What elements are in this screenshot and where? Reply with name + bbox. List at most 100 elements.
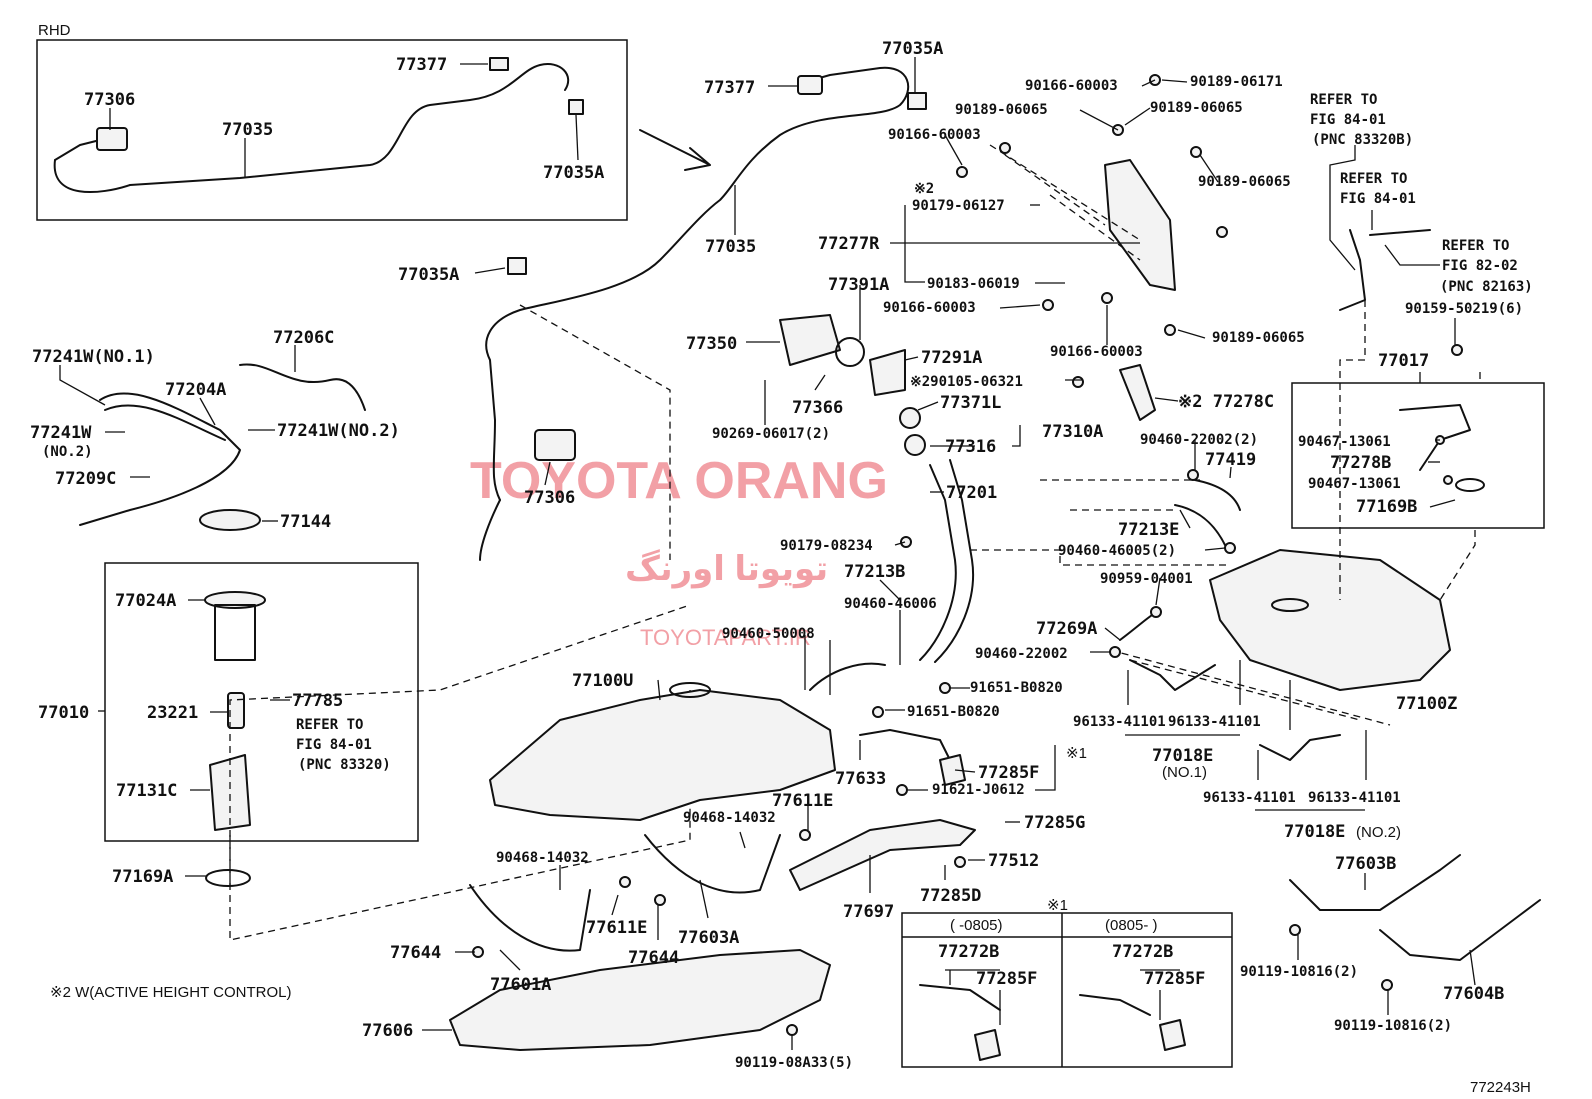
part-label: (NO.2)	[42, 444, 93, 460]
filler-protector-icon	[1104, 159, 1176, 291]
breather-hose-77419	[1194, 479, 1241, 511]
bracket-right-version-icon	[1079, 994, 1151, 1016]
retainer-ring-icon	[199, 509, 261, 531]
part-label: 90183-06019	[927, 276, 1020, 292]
part-label: 77169A	[112, 867, 173, 887]
part-label: 77633	[835, 769, 886, 789]
part-label: 77310A	[1042, 422, 1103, 442]
bolt-icon	[619, 876, 631, 888]
part-label: FIG 84-01	[1340, 191, 1416, 207]
part-label: 77391A	[828, 275, 889, 295]
gauge-sender-icon	[1399, 404, 1471, 471]
version-marker: ※1	[1047, 897, 1068, 914]
bolt-icon	[1072, 376, 1084, 388]
part-label: 90959-04001	[1100, 571, 1193, 587]
watermark-persian: تویوتا اورنگ	[625, 549, 828, 589]
part-label: 90166-60003	[883, 300, 976, 316]
bolt-markers	[472, 74, 1463, 1036]
leader-hoses	[970, 479, 1230, 566]
part-label: 77024A	[115, 591, 176, 611]
part-label: 77272B	[1112, 942, 1173, 962]
part-label: 77611E	[586, 918, 647, 938]
strap-77604B-icon	[1379, 899, 1541, 961]
sender-wire	[1369, 229, 1431, 236]
clamp-right-version-icon	[1159, 1019, 1186, 1051]
part-label: 77285F	[976, 969, 1037, 989]
gauge-gasket-icon	[1455, 478, 1485, 492]
rhd-cable	[53, 63, 570, 194]
part-label: 77419	[1205, 450, 1256, 470]
direction-arrow-icon	[639, 129, 711, 171]
part-label: 90460-46005(2)	[1058, 543, 1176, 559]
part-label: ※2	[914, 181, 934, 197]
watermark-url: TOYOTAPART.IR	[640, 625, 811, 650]
part-label: 77010	[38, 703, 89, 723]
part-label: (PNC 82163)	[1440, 279, 1533, 295]
version-inset-box	[901, 912, 1233, 1068]
part-label: 77512	[988, 851, 1039, 871]
bracket-left-version-icon	[919, 984, 1001, 1011]
leader-protector	[989, 144, 1141, 261]
part-label: 77377	[704, 78, 755, 98]
bolt-icon	[1150, 606, 1162, 618]
bolt-icon	[1216, 226, 1228, 238]
bolt-icon	[1109, 646, 1121, 658]
bolt-icon	[896, 784, 908, 796]
part-label: 90119-08A33(5)	[735, 1055, 853, 1071]
bolt-icon	[954, 856, 966, 868]
part-label: 77144	[280, 512, 331, 532]
cable-clamp-mid-icon	[507, 257, 527, 275]
bolt-icon	[1224, 542, 1236, 554]
rhd-opener-lever-icon	[96, 127, 128, 151]
bolt-icon	[1101, 292, 1113, 304]
fuel-tank-77100U-icon	[489, 689, 836, 821]
part-label: 77285D	[920, 886, 981, 906]
clamp-left-version-icon	[974, 1029, 1001, 1061]
part-label: (NO.2)	[1356, 824, 1401, 841]
bolt-icon	[1190, 146, 1202, 158]
part-label: 77371L	[940, 393, 1001, 413]
part-label: 77306	[524, 488, 575, 508]
part-label: 77306	[84, 90, 135, 110]
part-label: 77366	[792, 398, 843, 418]
fuel-line-upper	[79, 392, 241, 526]
part-label: 77277R	[818, 234, 880, 254]
part-label: 77644	[628, 948, 679, 968]
part-label: 77035A	[882, 39, 943, 59]
part-label: 96133-41101	[1308, 790, 1401, 806]
part-label: REFER TO	[1340, 171, 1407, 187]
part-label: ※290105-06321	[910, 374, 1023, 390]
part-label: 90467-13061	[1298, 434, 1391, 450]
part-label: 77601A	[490, 975, 551, 995]
part-label: 77213E	[1118, 520, 1179, 540]
part-label: 90179-08234	[780, 538, 873, 554]
strap-77601A-icon	[469, 884, 591, 952]
watermark-main: TOYOTA ORANG	[470, 452, 888, 510]
part-label: 77377	[396, 55, 447, 75]
part-label: REFER TO	[1310, 92, 1377, 108]
part-label: 96133-41101	[1203, 790, 1296, 806]
part-label: 77035A	[398, 265, 459, 285]
bolt-icon	[1164, 324, 1176, 336]
part-label: 77272B	[938, 942, 999, 962]
part-label: 77603A	[678, 928, 739, 948]
skid-plate-77606-icon	[449, 949, 831, 1051]
leader-pump	[229, 604, 691, 885]
part-label: 77278B	[1330, 453, 1391, 473]
part-label: FIG 82-02	[1442, 258, 1518, 274]
bolt-icon	[1289, 924, 1301, 936]
part-label: 91651-B0820	[907, 704, 1000, 720]
part-label: 77241W(NO.1)	[32, 347, 155, 367]
part-label: 77209C	[55, 469, 116, 489]
bolt-icon	[654, 894, 666, 906]
rhd-inset-box	[36, 39, 628, 221]
part-label: 77018E	[1284, 822, 1345, 842]
fuel-lid-icon	[779, 314, 841, 366]
pump-bracket-frame	[214, 604, 256, 661]
part-label: FIG 84-01	[1310, 112, 1386, 128]
rhd-cable-end	[54, 139, 101, 161]
part-label: 77285F	[978, 763, 1039, 783]
fuel-tank-77100Z-icon	[1209, 549, 1451, 691]
part-label: 90166-60003	[888, 127, 981, 143]
part-label: 77018E	[1152, 746, 1213, 766]
